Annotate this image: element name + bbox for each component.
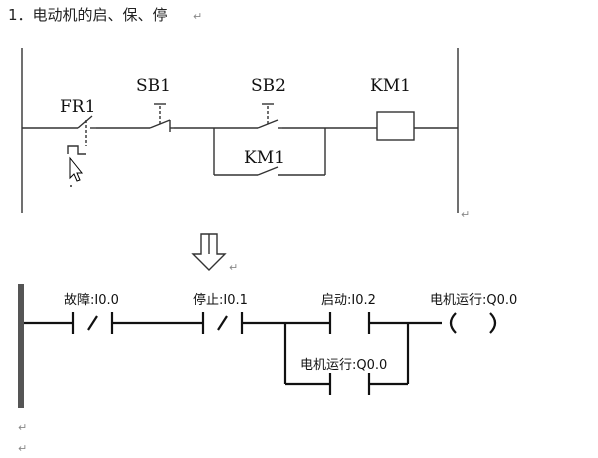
footer-return-mark: ↵ (18, 442, 27, 455)
schematic-return-mark: ↵ (461, 208, 470, 221)
down-arrow-icon (191, 233, 227, 271)
km1-coil (376, 111, 415, 141)
heading-return-mark: ↵ (193, 10, 202, 23)
start-contact (328, 312, 371, 334)
motor-holding-label: 电机运行:Q0.0 (300, 358, 387, 373)
motor-output-label: 电机运行:Q0.0 (430, 293, 517, 308)
sb1-pushbutton (149, 103, 174, 132)
fault-contact (71, 312, 114, 334)
start-contact-label: 启动:I0.2 (321, 293, 376, 308)
page-heading: 1．电动机的启、保、停 (8, 6, 168, 24)
arrow-return-mark: ↵ (229, 261, 238, 274)
fr1-contact (67, 115, 96, 155)
sb2-pushbutton (257, 103, 282, 129)
motor-holding-contact (328, 373, 371, 395)
ladder-left-rail (18, 284, 24, 408)
footer-return-mark: ↵ (18, 421, 27, 434)
km1-coil-label: KM1 (370, 76, 411, 96)
fr1-label: FR1 (60, 97, 95, 117)
km1-contact-label: KM1 (244, 148, 285, 168)
stop-contact (201, 312, 244, 334)
ladder-diagram (24, 312, 497, 395)
stop-contact-label: 停止:I0.1 (193, 292, 248, 308)
km1-holding-branch (213, 128, 326, 176)
motor-output-coil (449, 312, 497, 334)
cursor-icon (69, 156, 84, 187)
relay-schematic (21, 48, 459, 213)
sb1-label: SB1 (136, 76, 171, 96)
sb2-label: SB2 (251, 76, 286, 96)
fault-contact-label: 故障:I0.0 (64, 293, 119, 308)
